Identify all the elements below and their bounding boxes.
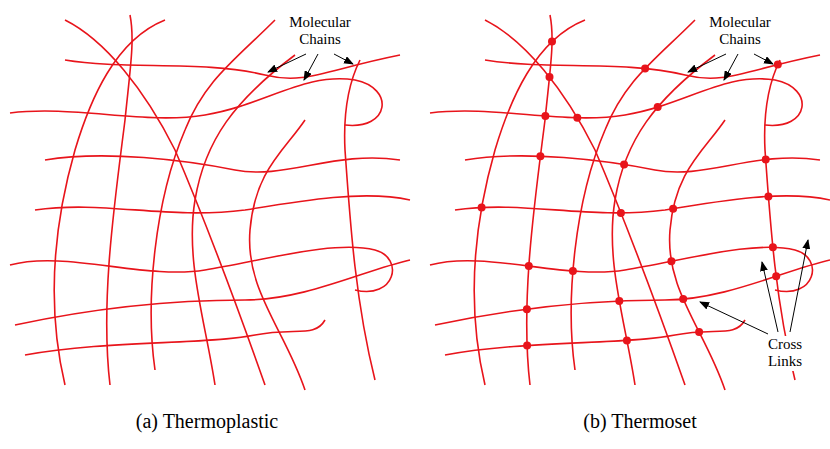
thermoset-chains [430,15,830,390]
molecular-chain [435,260,830,325]
callout-label: Molecular Chains [698,14,782,49]
cross-link-dot [546,73,554,81]
leader-arrow [724,54,738,80]
cross-link-dot [695,328,703,336]
leader-arrow [268,54,306,72]
cross-link-dot [774,61,782,69]
leader-arrows [268,54,808,334]
cross-link-dot [478,204,486,212]
molecular-chain [65,20,265,385]
cross-link-dot [541,112,549,120]
molecular-chain [25,320,325,355]
molecular-chain [54,20,165,385]
molecular-chain [45,156,400,172]
molecular-chain [250,120,305,390]
cross-link-dot [667,257,675,265]
molecular-chain [107,15,132,385]
leader-arrow [334,54,353,64]
cross-link-dot [615,297,623,305]
molecular-chain [455,196,830,213]
cross-link-dot [764,192,772,200]
panel-caption: (b) Thermoset [508,410,772,433]
molecular-chain [670,120,725,390]
cross-link-dot [769,243,777,251]
leader-arrow [790,240,808,332]
cross-link-dot [573,114,581,122]
molecular-chain [465,156,820,172]
molecular-chain [485,55,820,78]
molecular-chain [65,55,400,78]
cross-link-dot [536,152,544,160]
molecular-chain [485,20,685,385]
molecular-chain [345,60,375,380]
leader-arrow [304,54,318,80]
cross-link-dot [525,262,533,270]
cross-link-dot [569,267,577,275]
molecular-chain [15,260,410,325]
leader-arrow [688,54,726,72]
callout-label: Molecular Chains [278,14,362,49]
thermoplastic-chains [10,15,410,390]
molecular-chain [445,320,745,355]
molecular-chain [10,79,382,126]
leader-arrow [762,262,778,332]
cross-link-dot [669,205,677,213]
cross-link-dot [772,272,780,280]
cross-link-dot [548,38,556,46]
cross-link-dot [762,156,770,164]
molecular-chain [430,247,812,291]
molecular-chain [10,247,392,291]
callout-label: Cross Links [758,336,812,371]
molecular-chain [430,79,802,126]
cross-link-dot [641,65,649,73]
molecular-chain [474,20,585,385]
cross-link-dot [523,305,531,313]
cross-link-dot [620,161,628,169]
cross-link-dot [654,103,662,111]
molecular-chain [35,196,410,213]
cross-link-dot [679,295,687,303]
cross-link-dot [623,336,631,344]
molecular-chain [527,15,552,385]
cross-link-dot [617,209,625,217]
panel-caption: (a) Thermoplastic [75,410,339,433]
leader-arrow [700,302,768,334]
cross-link-dot [523,342,531,350]
leader-arrow [754,54,773,64]
